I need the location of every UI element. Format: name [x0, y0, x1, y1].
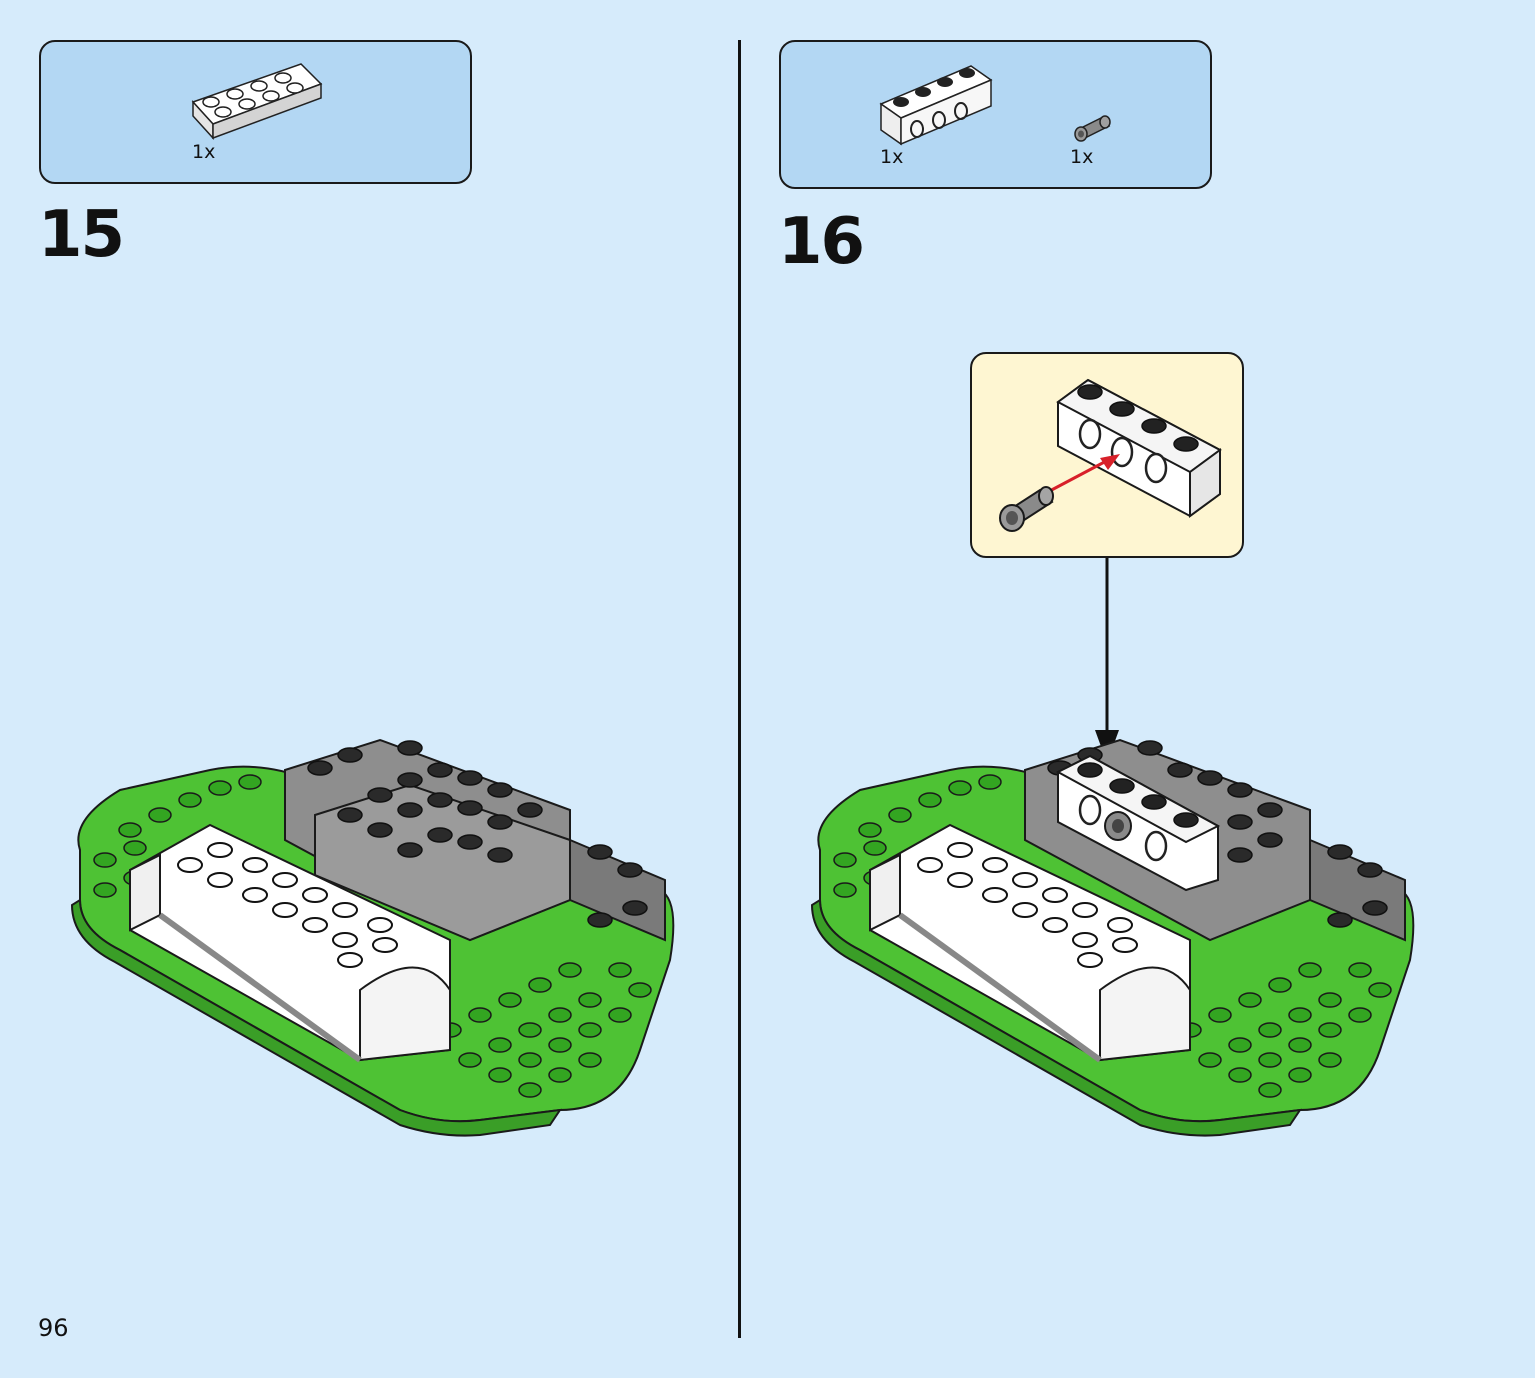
step-16-parts-box: 1x 1x: [779, 40, 1212, 189]
sub-assembly-callout: [970, 352, 1244, 558]
white-technic-brick-icon: [879, 65, 993, 146]
part-quantity-label: 1x: [1070, 146, 1094, 168]
technic-pin-icon: [1074, 115, 1111, 142]
page-number: 96: [38, 1314, 69, 1342]
step-16-model-illustration: [810, 738, 1415, 1137]
pin-insertion-detail: [999, 378, 1222, 532]
step-number: 16: [778, 205, 865, 279]
part-quantity-label: 1x: [192, 141, 216, 163]
step-number: 15: [38, 198, 125, 272]
white-plate-2x4-icon: [191, 63, 323, 140]
part-quantity-label: 1x: [880, 146, 904, 168]
step-15-parts-box: 1x: [39, 40, 472, 184]
page-divider: [738, 40, 741, 1338]
step-15-model-illustration: [70, 738, 675, 1137]
